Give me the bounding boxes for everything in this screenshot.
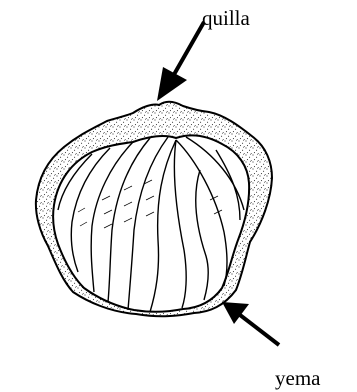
seed-face bbox=[53, 135, 249, 311]
label-quilla: quilla bbox=[202, 6, 251, 30]
arrow-to-bud bbox=[222, 302, 279, 345]
label-yema: yema bbox=[275, 366, 321, 390]
arrow-to-keel bbox=[157, 22, 204, 101]
